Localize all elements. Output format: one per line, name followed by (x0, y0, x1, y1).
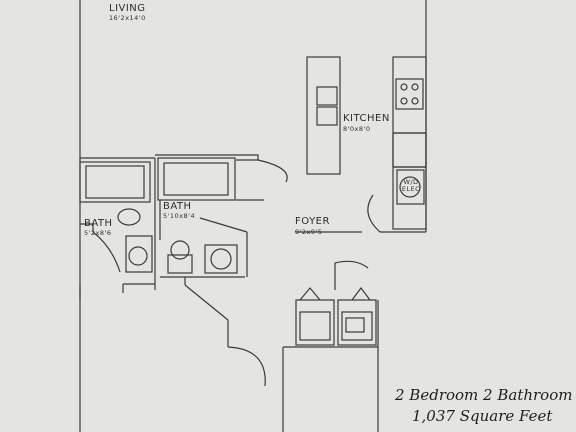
caption-square-feet: 1,037 Square Feet (412, 407, 553, 425)
kitchen-counter-left (306, 56, 341, 175)
living-room-dims: 16'2x14'0 (109, 14, 146, 22)
kitchen-counter-right (392, 56, 427, 230)
foyer-dims: 9'2x9'5 (295, 228, 323, 236)
bath-center-label: BATH (163, 201, 192, 212)
kitchen-dims: 8'0x8'0 (343, 125, 371, 133)
bedroom-walls (79, 284, 124, 432)
utility-closet (367, 169, 426, 233)
bath-left-dims: 5'2x8'6 (84, 229, 112, 237)
bath-left-label: BATH (84, 218, 113, 229)
bath-center-dims: 5'10x8'4 (163, 212, 196, 220)
utility-closet-label: W/D ELEC (401, 178, 421, 193)
bath-center-walls (155, 154, 288, 321)
living-room-label: LIVING (109, 3, 146, 14)
foyer-label: FOYER (295, 216, 330, 227)
bath-left-walls (79, 157, 156, 300)
foyer-walls (227, 231, 379, 432)
caption-bedrooms: 2 Bedroom 2 Bathroom (395, 386, 573, 404)
entry-closets (295, 287, 377, 346)
kitchen-label: KITCHEN (343, 113, 390, 124)
